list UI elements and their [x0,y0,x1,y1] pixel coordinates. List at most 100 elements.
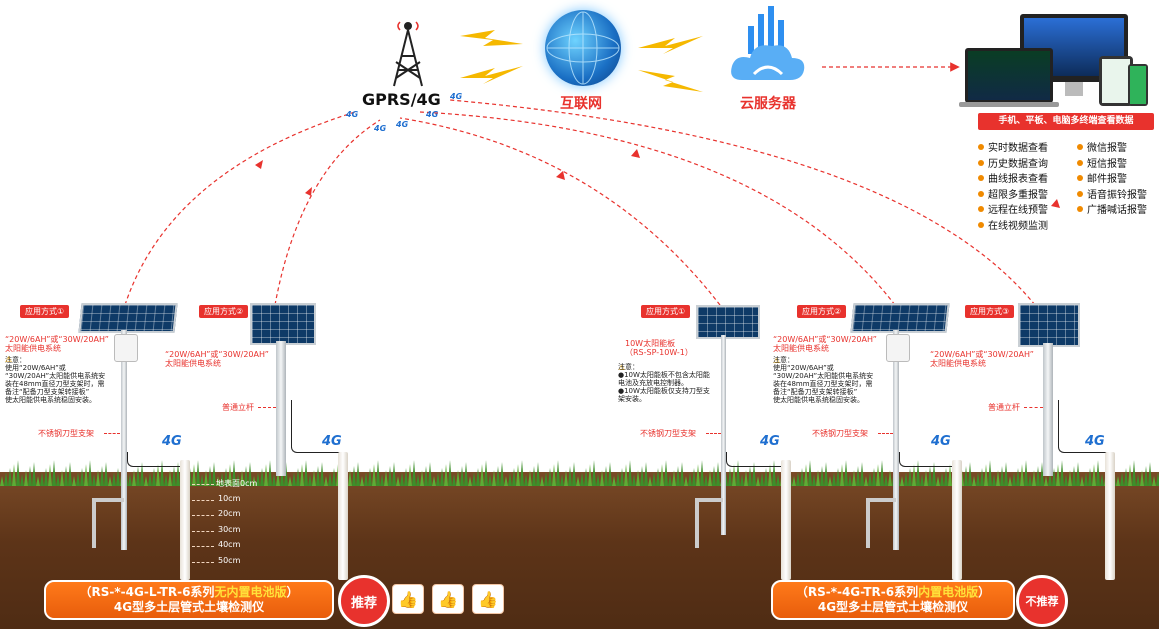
bullet-icon [1077,175,1083,181]
bullet-icon [978,159,984,166]
bullet-icon [1077,206,1083,212]
depth-label: 10cm [218,493,241,503]
solar-panel [78,303,178,333]
pv-system-label: “20W/6AH”或“30W/20AH” 太阳能供电系统 [930,350,1034,368]
bracket-arm [92,498,124,502]
depth-label: 30cm [218,524,241,534]
bracket-arm [866,500,870,548]
cable [291,400,342,453]
4g-icon: 4G [426,110,439,119]
soil-probe [1105,452,1115,580]
cell-tower-icon [388,18,428,88]
not-recommend-badge: 不推荐 [1016,575,1068,627]
pole [276,341,286,476]
warning-icon: ⚠ [773,356,781,365]
solar-panel [696,305,760,339]
bullet-icon [978,190,984,197]
leader-line [104,433,120,434]
bullet-icon [1077,190,1083,197]
4g-icon: 4G [162,434,182,449]
depth-tick [192,515,214,516]
depth-label: 地表面0cm [216,479,258,488]
right-product-banner: （RS-*-4G-TR-6系列内置电池版） 4G型多土层管式土壤检测仪 [771,580,1015,620]
application-tag-2: 应用方式② [797,305,847,318]
feature-label: 历史数据查询 [988,158,1048,170]
terminal-caption: 手机、平板、电脑多终端查看数据 [978,113,1154,130]
feature-item: 邮件报警 [1077,170,1127,185]
lightning-icon [638,36,703,92]
bullet-icon [1077,144,1083,150]
soil-probe [180,460,190,580]
feature-item: 超限多重报警 [978,186,1048,201]
knife-bracket-label: 不锈钢刀型支架 [812,429,868,438]
depth-tick [192,499,214,501]
4g-icon: 4G [322,434,342,449]
4g-icon: 4G [1085,434,1105,449]
thumbs-up-icon: 👍 [392,584,424,614]
knife-bracket-label: 不锈钢刀型支架 [640,429,696,438]
globe-icon [545,10,621,86]
depth-tick [192,561,214,563]
left-product-banner: （RS-*-4G-L-TR-6系列无内置电池版） 4G型多土层管式土壤检测仪 [44,580,334,620]
pv-system-label: “20W/6AH”或“30W/20AH” 太阳能供电系统 [5,335,109,353]
banner-highlight: 内置电池版 [918,585,979,599]
feature-item: 远程在线预警 [978,201,1048,216]
normal-pole-label: 普通立杆 [988,403,1020,412]
solar-panel [1018,303,1080,347]
application-tag-1: 应用方式① [20,305,70,318]
pole [1043,343,1053,476]
recommend-badge: 推荐 [338,575,390,627]
4g-icon: 4G [931,434,951,449]
feature-label: 实时数据查看 [988,143,1048,154]
feature-item: 在线视频监测 [978,217,1048,232]
feature-label: 邮件报警 [1087,174,1127,185]
banner-model-end: ） [978,585,991,599]
depth-label: 40cm [218,540,241,549]
feature-item: 广播喊话报警 [1077,201,1147,216]
pole [721,335,726,535]
4g-icon: 4G [346,110,359,119]
depth-tick [192,530,214,532]
bracket-arm [866,498,896,502]
feature-item: 曲线报表查看 [978,170,1048,185]
warning-icon: ⚠ [5,355,13,364]
battery-box [114,334,138,362]
feature-item: 短信报警 [1077,155,1127,170]
feature-label: 广播喊话报警 [1087,205,1147,216]
pv-10w-label: 10W太阳能板 （RS-SP-10W-1） [625,339,693,357]
application-tag-3: 应用方式③ [965,305,1015,318]
installation-note-10w: 注意： ●10W太阳能板不包含太阳能 电池及充放电控制器。 ●10W太阳能板仅支… [618,363,710,403]
application-tag-2: 应用方式② [199,305,249,318]
solar-panel [250,303,316,345]
depth-tick [192,546,214,547]
pole [893,330,899,550]
depth-label: 20cm [218,509,241,518]
application-tag-1: 应用方式① [641,305,691,318]
feature-label: 在线视频监测 [988,220,1048,232]
banner-highlight: 无内置电池版 [214,585,287,599]
feature-item: 历史数据查询 [978,155,1048,170]
banner-model: （RS-*-4G-L-TR-6系列 [79,585,215,599]
pole [121,330,127,550]
4g-icon: 4G [374,124,387,133]
4g-icon: 4G [450,92,463,101]
feature-label: 远程在线预警 [988,205,1048,216]
devices-illustration [959,12,1150,112]
cloud-server-icon [731,6,805,80]
depth-label: 50cm [218,555,241,565]
banner-model: （RS-*-4G-TR-6系列 [795,585,919,599]
feature-label: 短信报警 [1087,158,1127,170]
soil-probe [952,460,962,580]
warning-icon: ⚠ [618,363,626,372]
cable [899,452,956,467]
lightning-icon [460,30,523,84]
feature-item: 语音振铃报警 [1077,186,1147,201]
depth-tick [192,484,214,485]
feature-label: 曲线报表查看 [988,174,1048,185]
bullet-icon [978,144,984,150]
feature-label: 微信报警 [1087,143,1127,154]
battery-box [886,334,910,362]
thumbs-up-icon: 👍 [472,584,504,614]
feature-item: 实时数据查看 [978,139,1048,154]
